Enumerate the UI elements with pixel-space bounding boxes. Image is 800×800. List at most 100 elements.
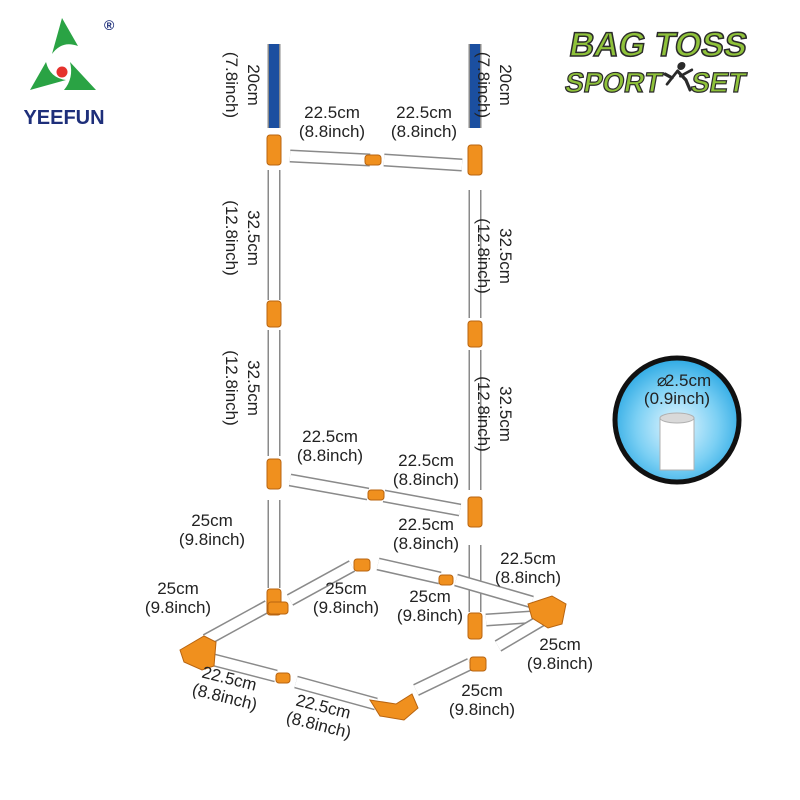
label-top-left-inch: (8.8inch) bbox=[299, 122, 365, 141]
label-base-right-front: 25cm(9.8inch) bbox=[449, 681, 515, 719]
connector-base-back-mid bbox=[438, 574, 454, 586]
base-right-back bbox=[494, 614, 546, 652]
logo-mark-icon bbox=[30, 18, 96, 90]
label-base-back-left-cm: 22.5cm bbox=[398, 515, 454, 534]
label-base-inner-right: 25cm(9.8inch) bbox=[397, 587, 463, 625]
label-cap-left-cm: 20cm bbox=[244, 64, 263, 106]
label-base-back-right-inch: (8.8inch) bbox=[495, 568, 561, 587]
connector-base-front-mid bbox=[275, 672, 291, 684]
label-base-left-front-cm: 25cm bbox=[157, 579, 199, 598]
base-front-right bbox=[294, 675, 378, 711]
title-set: SET bbox=[689, 66, 749, 98]
connector-top-left bbox=[266, 134, 282, 166]
base-front-left bbox=[212, 653, 278, 683]
label-cap-right: 20cm(7.8inch) bbox=[474, 52, 515, 118]
label-lower-left-cm: 32.5cm bbox=[244, 360, 263, 416]
label-base-left-front: 25cm(9.8inch) bbox=[145, 579, 211, 617]
label-lower-right-inch: (12.8inch) bbox=[474, 376, 493, 452]
label-base-right-back-inch: (9.8inch) bbox=[527, 654, 593, 673]
base-back-right bbox=[454, 573, 534, 609]
connector-upright-right bbox=[467, 320, 483, 348]
label-mid-left-cm: 22.5cm bbox=[302, 427, 358, 446]
label-lower-left-inch: (12.8inch) bbox=[222, 350, 241, 426]
label-cap-left-inch: (7.8inch) bbox=[222, 52, 241, 118]
label-base-inner-left-cm: 25cm bbox=[325, 579, 367, 598]
label-top-right-cm: 22.5cm bbox=[396, 103, 452, 122]
connector-top-mid bbox=[364, 154, 382, 166]
label-base-back-right: 22.5cm(8.8inch) bbox=[495, 549, 561, 587]
connector-upright-left bbox=[266, 300, 282, 328]
connector-base-right-mid bbox=[469, 656, 487, 672]
connector-base-right-corner bbox=[368, 693, 419, 721]
label-base-inner-right-inch: (9.8inch) bbox=[397, 606, 463, 625]
label-mid-left: 22.5cm(8.8inch) bbox=[297, 427, 363, 465]
label-top-right-inch: (8.8inch) bbox=[391, 122, 457, 141]
label-mid-left-inch: (8.8inch) bbox=[297, 446, 363, 465]
player-icon bbox=[663, 62, 694, 92]
label-base-back-left: 22.5cm(8.8inch) bbox=[393, 515, 459, 553]
label-leg-left-cm: 25cm bbox=[191, 511, 233, 530]
yeefun-logo: YEEFUN ® bbox=[23, 17, 115, 129]
label-cap-right-cm: 20cm bbox=[496, 64, 515, 106]
label-upper-right-cm: 32.5cm bbox=[496, 228, 515, 284]
connector-mid-right bbox=[467, 496, 483, 528]
label-base-inner-left-inch: (9.8inch) bbox=[313, 598, 379, 617]
title-bag-toss: BAG TOSS bbox=[567, 26, 751, 64]
registered-mark: ® bbox=[104, 17, 115, 33]
label-cap-left: 20cm(7.8inch) bbox=[222, 52, 263, 118]
connector-base-left-joint bbox=[267, 601, 289, 615]
pipe-section bbox=[659, 417, 695, 471]
label-base-right-front-cm: 25cm bbox=[461, 681, 503, 700]
mid-bar-left bbox=[288, 473, 370, 501]
label-lower-right: 32.5cm(12.8inch) bbox=[474, 376, 515, 452]
dimension-labels: 20cm(7.8inch)20cm(7.8inch)32.5cm(12.8inc… bbox=[145, 52, 593, 742]
label-base-right-front-inch: (9.8inch) bbox=[449, 700, 515, 719]
label-base-left-front-inch: (9.8inch) bbox=[145, 598, 211, 617]
connector-top-right bbox=[467, 144, 483, 176]
connector-base-front-corner bbox=[179, 635, 217, 671]
base-left-front bbox=[202, 600, 272, 646]
label-base-back-right-cm: 22.5cm bbox=[500, 549, 556, 568]
top-bar-right bbox=[383, 153, 463, 172]
label-lower-left: 32.5cm(12.8inch) bbox=[222, 350, 263, 426]
frame-structure bbox=[179, 44, 567, 721]
label-upper-left-inch: (12.8inch) bbox=[222, 200, 241, 276]
label-upper-left-cm: 32.5cm bbox=[244, 210, 263, 266]
mid-bar-right bbox=[382, 489, 462, 517]
label-top-left-cm: 22.5cm bbox=[304, 103, 360, 122]
base-right-front bbox=[413, 658, 473, 696]
label-cap-right-inch: (7.8inch) bbox=[474, 52, 493, 118]
diameter-inch: (0.9inch) bbox=[644, 389, 710, 408]
connector-leg-right bbox=[467, 612, 483, 640]
brand-name: YEEFUN bbox=[23, 107, 104, 129]
label-leg-left: 25cm(9.8inch) bbox=[179, 511, 245, 549]
label-upper-right-inch: (12.8inch) bbox=[474, 218, 493, 294]
label-top-right: 22.5cm(8.8inch) bbox=[391, 103, 457, 141]
top-bar-left bbox=[289, 149, 371, 167]
label-upper-right: 32.5cm(12.8inch) bbox=[474, 218, 515, 294]
connector-base-back-left bbox=[353, 558, 371, 572]
connector-base-back-corner bbox=[527, 595, 567, 629]
label-base-inner-left: 25cm(9.8inch) bbox=[313, 579, 379, 617]
label-upper-left: 32.5cm(12.8inch) bbox=[222, 200, 263, 276]
label-mid-right: 22.5cm(8.8inch) bbox=[393, 451, 459, 489]
diameter-symbol: ⌀ bbox=[657, 371, 667, 390]
product-title: BAG TOSS SPORT SET bbox=[562, 25, 751, 98]
label-base-right-back-cm: 25cm bbox=[539, 635, 581, 654]
base-back-left bbox=[376, 557, 442, 585]
label-mid-right-inch: (8.8inch) bbox=[393, 470, 459, 489]
pipe-diameter-inset: ⌀ 2.5cm (0.9inch) bbox=[612, 355, 742, 485]
diameter-cm: 2.5cm bbox=[665, 371, 711, 390]
label-lower-right-cm: 32.5cm bbox=[496, 386, 515, 442]
label-top-left: 22.5cm(8.8inch) bbox=[299, 103, 365, 141]
connector-mid-left bbox=[266, 458, 282, 490]
base-inner-left bbox=[286, 560, 356, 606]
label-base-back-left-inch: (8.8inch) bbox=[393, 534, 459, 553]
connector-mid-mid bbox=[367, 489, 385, 501]
title-sport: SPORT bbox=[563, 66, 665, 98]
label-base-inner-right-cm: 25cm bbox=[409, 587, 451, 606]
label-base-right-back: 25cm(9.8inch) bbox=[527, 635, 593, 673]
label-leg-left-inch: (9.8inch) bbox=[179, 530, 245, 549]
label-mid-right-cm: 22.5cm bbox=[398, 451, 454, 470]
